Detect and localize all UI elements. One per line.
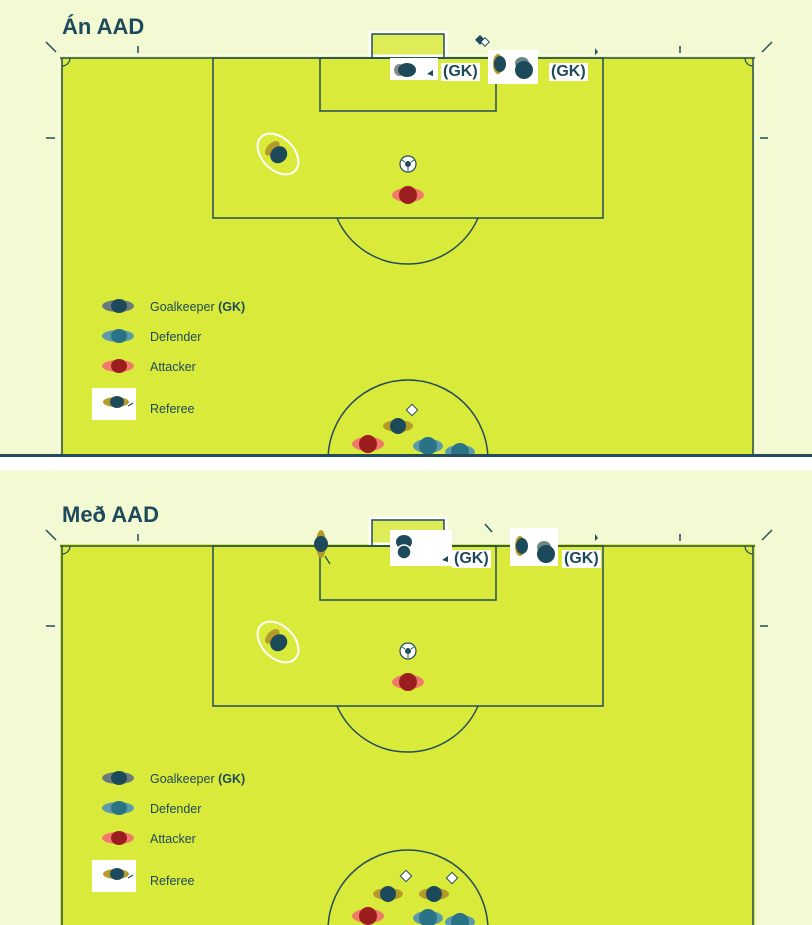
panel-title: Með AAD — [62, 502, 159, 527]
legend-label-goalkeeper: Goalkeeper — [150, 772, 215, 786]
referee-icon — [419, 886, 449, 902]
legend-item-referee: Referee — [92, 388, 340, 420]
legend-item-referee: Referee — [92, 860, 340, 892]
pitch — [60, 544, 755, 925]
goalkeeper-tag: (GK) — [562, 550, 601, 568]
legend-item-attacker: Attacker — [100, 830, 340, 850]
goalkeeper-tag: (GK) — [441, 63, 480, 81]
attacker-player-icon — [352, 907, 384, 925]
attacker-player-icon — [352, 435, 384, 453]
legend-item-goalkeeper: Goalkeeper (GK) — [100, 770, 340, 790]
goalkeeper-player-icon — [102, 771, 134, 785]
defender-player-icon — [413, 909, 443, 925]
panel-without-aad: Án AAD (GK) (GK) Goalkeeper (GK) Defende… — [0, 0, 812, 455]
goalkeeper-player-icon — [394, 63, 433, 77]
center-circle — [327, 379, 489, 455]
corner-flag-icon — [399, 869, 413, 883]
referee-icon — [256, 620, 300, 664]
referee-icon — [256, 132, 300, 176]
goalkeeper-tag: (GK) — [452, 550, 491, 568]
defender-player-icon — [445, 443, 475, 455]
corner-flag-icon — [475, 34, 490, 47]
pitch-diagram — [45, 516, 773, 925]
defender-player-icon — [102, 329, 134, 343]
legend-item-attacker: Attacker — [100, 358, 340, 378]
legend-label-gk: (GK) — [218, 300, 246, 314]
panel-title: Án AAD — [62, 14, 145, 39]
referee-icon — [103, 868, 134, 880]
legend-label-attacker: Attacker — [150, 832, 196, 846]
legend-label-defender: Defender — [150, 330, 202, 344]
legend-label-referee: Referee — [150, 402, 195, 416]
center-circle — [327, 849, 489, 925]
legend-label-defender: Defender — [150, 802, 202, 816]
referee-icon — [373, 886, 403, 902]
legend-item-defender: Defender — [100, 800, 340, 820]
goalkeeper-player-icon — [537, 541, 555, 563]
referee-icon — [383, 418, 413, 434]
referee-icon — [314, 530, 331, 565]
defender-player-icon — [413, 437, 443, 455]
legend-label-attacker: Attacker — [150, 360, 196, 374]
pitch-diagram — [45, 30, 773, 455]
referee-icon — [515, 536, 528, 556]
goalkeeper-player-icon — [396, 535, 448, 562]
pitch — [60, 56, 755, 455]
legend-label-referee: Referee — [150, 874, 195, 888]
attacker-player-icon — [392, 673, 424, 691]
legend-item-defender: Defender — [100, 328, 340, 348]
attacker-player-icon — [102, 831, 134, 845]
legend-item-goalkeeper: Goalkeeper (GK) — [100, 298, 340, 318]
goalkeeper-player-icon — [102, 299, 134, 313]
attacker-player-icon — [102, 359, 134, 373]
goalkeeper-tag: (GK) — [549, 63, 588, 81]
goalkeeper-player-icon — [515, 57, 533, 79]
corner-flag-icon — [405, 403, 419, 417]
defender-player-icon — [102, 801, 134, 815]
ball-icon — [399, 155, 417, 173]
referee-icon — [103, 396, 134, 408]
attacker-player-icon — [392, 186, 424, 204]
defender-player-icon — [445, 913, 475, 925]
corner-flag-icon — [445, 871, 459, 885]
legend-label-gk: (GK) — [218, 772, 246, 786]
panel-divider — [0, 454, 812, 457]
legend-label-goalkeeper: Goalkeeper — [150, 300, 215, 314]
panel-with-aad: Með AAD (GK) (GK) Goalkeeper (GK) Defend… — [0, 470, 812, 925]
ball-icon — [399, 642, 417, 660]
referee-icon — [493, 54, 506, 74]
